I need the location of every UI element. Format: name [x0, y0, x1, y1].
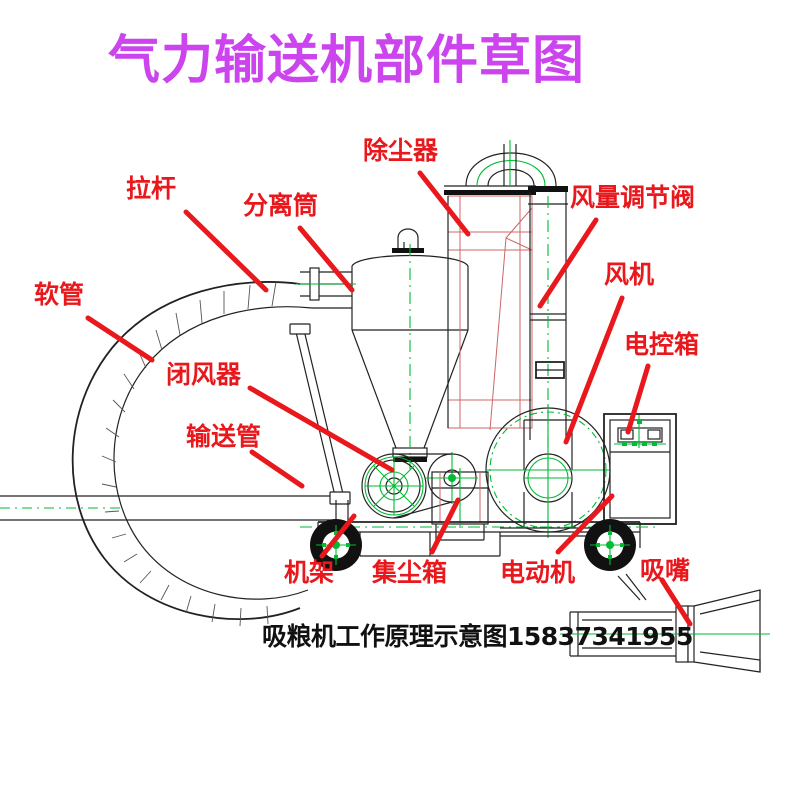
page-title: 气力输送机部件草图 — [108, 31, 586, 91]
dust-collector-part — [444, 140, 557, 431]
control-box-part — [603, 413, 677, 525]
wheel-right — [584, 519, 636, 571]
callout-pull-rod: 拉杆 — [126, 174, 177, 203]
callout-separator: 分离筒 — [243, 191, 319, 220]
callout-air-valve: 风量调节阀 — [570, 183, 696, 212]
callout-blower: 风机 — [604, 260, 655, 289]
separator-cylinder-part — [296, 228, 469, 470]
callout-dust-box: 集尘箱 — [372, 558, 448, 587]
callout-hose: 软管 — [34, 280, 85, 309]
callout-frame: 机架 — [284, 558, 335, 587]
callout-nozzle: 吸嘴 — [640, 556, 691, 585]
callout-motor: 电动机 — [500, 558, 576, 587]
callout-control-box: 电控箱 — [624, 330, 700, 359]
dust-box-part — [431, 468, 489, 541]
flexible-hose-part — [71, 281, 313, 627]
callout-dust-collector: 除尘器 — [363, 136, 439, 165]
blower-housing-part — [485, 404, 611, 538]
callout-airlock: 闭风器 — [166, 360, 242, 389]
pull-rod-part — [289, 323, 351, 505]
diagram-caption: 吸粮机工作原理示意图15837341955 — [262, 622, 693, 651]
conveying-pipe-part — [0, 283, 352, 521]
callout-conveying-pipe: 输送管 — [186, 422, 262, 451]
